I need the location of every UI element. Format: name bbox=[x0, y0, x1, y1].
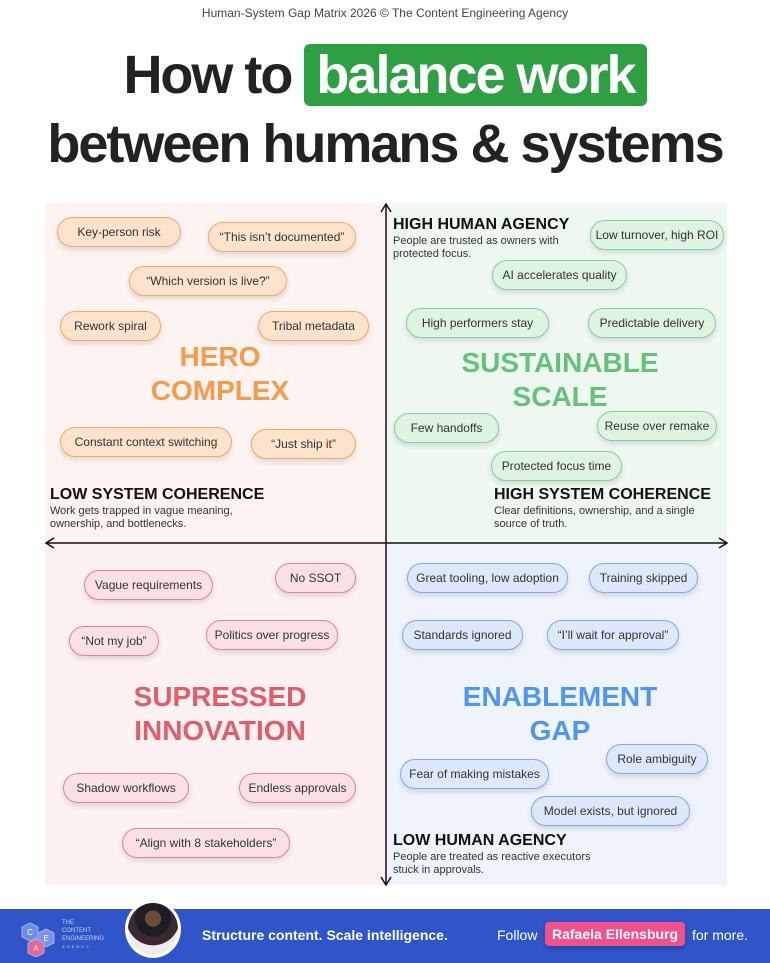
svg-text:A: A bbox=[33, 944, 39, 953]
pill-top-left: “This isn’t documented” bbox=[208, 222, 356, 252]
arrow-right-icon bbox=[718, 537, 729, 549]
pill-top-right: Predictable delivery bbox=[588, 308, 716, 338]
arrow-down-icon bbox=[380, 876, 392, 887]
high-coherence-desc: Clear definitions, ownership, and a sing… bbox=[494, 505, 695, 530]
pill-top-right: AI accelerates quality bbox=[492, 260, 627, 290]
avatar bbox=[125, 900, 181, 958]
for-more-text: for more. bbox=[692, 927, 749, 943]
title-line-1: How to balance work bbox=[0, 44, 770, 106]
low-agency-label: LOW HUMAN AGENCY bbox=[393, 832, 567, 849]
high-agency-label: HIGH HUMAN AGENCY bbox=[393, 216, 570, 233]
credit-line: Human-System Gap Matrix 2026 © The Conte… bbox=[201, 6, 569, 20]
title-highlight: balance work bbox=[304, 44, 647, 106]
arrow-left-icon bbox=[44, 537, 55, 549]
pill-bottom-right: Model exists, but ignored bbox=[531, 796, 690, 826]
pill-bottom-left: No SSOT bbox=[275, 563, 356, 593]
svg-text:C: C bbox=[27, 928, 33, 937]
title-prefix: How to bbox=[123, 45, 293, 105]
agency-logo: C E A bbox=[21, 922, 55, 957]
pill-bottom-left: “Not my job” bbox=[69, 626, 159, 656]
pill-bottom-left: “Align with 8 stakeholders” bbox=[122, 828, 290, 858]
pill-bottom-right: Standards ignored bbox=[402, 620, 523, 650]
tagline: Structure content. Scale intelligence. bbox=[202, 927, 448, 943]
pill-bottom-right: Role ambiguity bbox=[606, 744, 708, 774]
pill-top-right: Few handoffs bbox=[394, 413, 499, 443]
quadrant-hero-complex bbox=[45, 203, 386, 543]
pill-top-right: Protected focus time bbox=[491, 451, 622, 481]
pill-bottom-right: “I’ll wait for approval” bbox=[547, 620, 679, 650]
pill-bottom-left: Shadow workflows bbox=[63, 773, 189, 803]
pill-top-right: Reuse over remake bbox=[597, 411, 717, 441]
svg-text:E: E bbox=[43, 934, 48, 943]
low-coherence-desc: Work gets trapped in vague meaning,owner… bbox=[50, 505, 233, 530]
quadrant-sustainable-scale bbox=[386, 203, 727, 543]
quadrant-enablement-gap bbox=[386, 543, 727, 885]
follow-text: Follow bbox=[497, 927, 538, 943]
pill-bottom-left: Endless approvals bbox=[239, 773, 356, 803]
arrow-up-icon bbox=[380, 202, 392, 213]
pill-top-left: Constant context switching bbox=[60, 427, 232, 457]
pill-bottom-left: Vague requirements bbox=[84, 570, 213, 600]
pill-bottom-right: Great tooling, low adoption bbox=[407, 563, 568, 593]
title-line-2: between humans & systems bbox=[47, 114, 724, 174]
pill-bottom-right: Training skipped bbox=[589, 563, 698, 593]
pill-top-right: Low turnover, high ROI bbox=[590, 220, 724, 250]
low-agency-desc: People are treated as reactive executors… bbox=[393, 851, 591, 876]
low-coherence-label: LOW SYSTEM COHERENCE bbox=[50, 486, 265, 503]
pill-top-left: Rework spiral bbox=[60, 311, 161, 341]
pill-bottom-left: Politics over progress bbox=[206, 620, 338, 650]
pill-top-left: “Which version is live?” bbox=[129, 266, 287, 296]
pill-top-left: Tribal metadata bbox=[258, 311, 369, 341]
author-name-badge[interactable]: Rafaela Ellensburg bbox=[545, 922, 686, 946]
high-coherence-label: HIGH SYSTEM COHERENCE bbox=[494, 486, 711, 503]
pill-top-left: “Just ship it” bbox=[251, 429, 356, 459]
pill-top-right: High performers stay bbox=[406, 308, 549, 338]
pill-top-left: Key-person risk bbox=[57, 217, 181, 247]
pill-bottom-right: Fear of making mistakes bbox=[400, 759, 549, 789]
